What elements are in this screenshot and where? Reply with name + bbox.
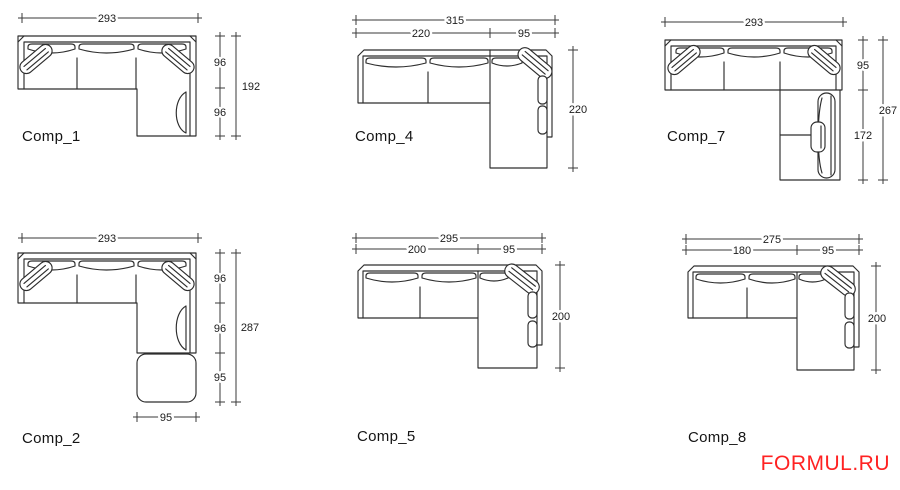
- comp5-dimension-lines: [352, 233, 565, 372]
- comp2-left-arm-cushion: [19, 260, 53, 292]
- comp7-total-width-dim: 293: [745, 17, 763, 29]
- comp4-corner-back-cushion: [517, 47, 553, 79]
- comp8-total-width-dim: 275: [763, 234, 781, 246]
- comp8-diagram: 275 180 95 200 Comp_8: [682, 232, 889, 446]
- comp8-sofa-outline: [687, 265, 860, 371]
- comp2-sofa-outline: [17, 252, 197, 403]
- comp5-total-width-dim: 295: [440, 233, 458, 245]
- comp5-diagram: 295 200 95 200 Comp_5: [352, 231, 573, 445]
- comp8-body-width-dim: 180: [733, 245, 751, 257]
- comp4-side-back-cushion-bottom: [537, 105, 548, 135]
- comp5-corner-back-cushion: [504, 263, 540, 295]
- comp1-seat-depth-dim: 96: [214, 57, 226, 69]
- comp8-total-depth-dim: 200: [868, 313, 886, 325]
- comp1-right-arm-cushion: [161, 43, 195, 75]
- comp4-label: Comp_4: [355, 128, 414, 145]
- comp2-label: Comp_2: [22, 430, 81, 447]
- comp2-dimension-lines: [18, 233, 241, 422]
- comp7-seat-depth-dim: 95: [857, 60, 869, 72]
- comp2-ottoman: [136, 353, 197, 403]
- comp4-total-width-dim: 315: [446, 15, 464, 27]
- comp1-label: Comp_1: [22, 128, 81, 145]
- comp5-sofa-outline: [357, 263, 543, 369]
- comp7-right-arm-cushion: [807, 44, 841, 76]
- comp8-label: Comp_8: [688, 429, 747, 446]
- comp2-diagram: 293 96 96 95 287 95 Comp_2: [17, 231, 262, 447]
- comp4-sofa-outline: [357, 47, 553, 169]
- comp5-chaise-width-dim: 95: [503, 244, 515, 256]
- comp2-chaise-depth-dim: 96: [214, 323, 226, 335]
- comp8-corner-back-cushion: [820, 265, 856, 297]
- comp7-dimension-lines: [661, 17, 888, 184]
- comp5-side-back-cushion-top: [527, 291, 538, 319]
- comp7-lumbar-cushion: [810, 121, 826, 153]
- comp8-side-back-cushion-bottom: [844, 321, 855, 349]
- comp5-side-back-cushion-bottom: [527, 320, 538, 348]
- comp7-sofa-outline: [664, 39, 843, 181]
- comp2-total-width-dim: 293: [98, 233, 116, 245]
- comp4-side-back-cushion-top: [537, 75, 548, 105]
- comp7-extension-depth-dim: 172: [854, 130, 872, 142]
- comp2-right-arm-cushion: [161, 260, 195, 292]
- comp1-total-width-dim: 293: [98, 13, 116, 25]
- comp5-body-width-dim: 200: [408, 244, 426, 256]
- comp5-total-depth-dim: 200: [552, 311, 570, 323]
- comp7-total-depth-dim: 267: [879, 105, 897, 117]
- comp2-ottoman-depth-dim: 95: [214, 372, 226, 384]
- comp2-seat-depth-dim: 96: [214, 273, 226, 285]
- comp1-diagram: 293 96 96 192 Comp_1: [17, 11, 263, 145]
- comp4-body-width-dim: 220: [412, 28, 430, 40]
- comp5-label: Comp_5: [357, 428, 416, 445]
- comp2-chaise-arm-roll: [175, 305, 187, 351]
- comp1-chaise-arm-roll: [175, 91, 187, 134]
- comp7-diagram: 293 95 172 267 Comp_7: [661, 15, 900, 184]
- comp4-dimension-lines: [352, 15, 578, 172]
- comp8-dimension-lines: [682, 234, 881, 374]
- comp4-total-depth-dim: 220: [569, 104, 587, 116]
- comp1-chaise-depth-dim: 96: [214, 107, 226, 119]
- comp2-ottoman-width-dim: 95: [160, 412, 172, 424]
- comp1-total-depth-dim: 192: [242, 81, 260, 93]
- watermark: FORMUL.RU: [760, 452, 890, 475]
- comp8-chaise-width-dim: 95: [822, 245, 834, 257]
- comp4-diagram: 315 220 95 220 Comp_4: [352, 13, 590, 172]
- comp4-chaise-width-dim: 95: [518, 28, 530, 40]
- comp7-left-arm-cushion: [667, 44, 701, 76]
- comp8-side-back-cushion-top: [844, 292, 855, 320]
- comp2-total-depth-dim: 287: [241, 322, 259, 334]
- comp1-left-arm-cushion: [19, 43, 53, 75]
- comp7-label: Comp_7: [667, 128, 726, 145]
- comp1-dimension-lines: [18, 13, 241, 140]
- comp1-sofa-outline: [17, 35, 197, 137]
